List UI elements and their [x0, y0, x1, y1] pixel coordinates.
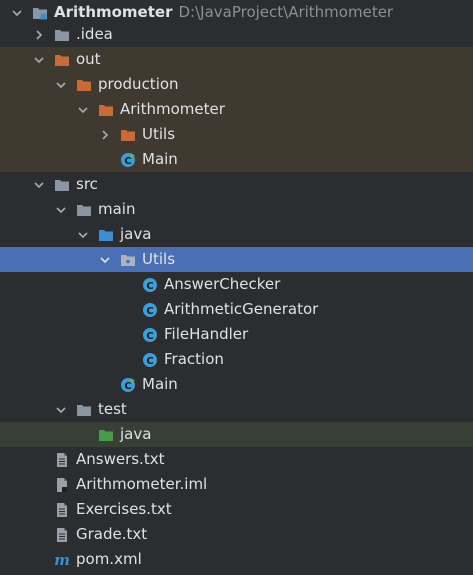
tree-row-test-java[interactable]: java — [0, 422, 473, 447]
tree-row-out-arithmometer[interactable]: Arithmometer — [0, 97, 473, 122]
runnable-class-icon: C — [120, 377, 136, 393]
tree-row-arithmetic-generator[interactable]: C ArithmeticGenerator — [0, 297, 473, 322]
chevron-down-icon[interactable] — [54, 78, 68, 92]
folder-icon — [76, 402, 92, 418]
tree-row-src[interactable]: src — [0, 172, 473, 197]
package-icon — [120, 252, 136, 268]
tree-row-idea[interactable]: .idea — [0, 22, 473, 47]
project-name: Arithmometer — [54, 3, 173, 21]
folder-icon — [76, 202, 92, 218]
project-folder-icon — [32, 5, 48, 21]
tree-label: Utils — [142, 125, 176, 143]
excluded-folder-icon — [120, 127, 136, 143]
tree-label: Exercises.txt — [76, 500, 172, 518]
tree-label: Fraction — [164, 350, 224, 368]
tree-label: AnswerChecker — [164, 275, 281, 293]
tree-row-utils-selected[interactable]: Utils — [0, 247, 473, 272]
text-file-icon — [54, 527, 70, 543]
tree-label: .idea — [76, 25, 113, 43]
chevron-down-icon[interactable] — [98, 253, 112, 267]
tree-label: main — [98, 200, 136, 218]
tree-label: out — [76, 50, 101, 68]
tree-row-pom-xml[interactable]: m pom.xml — [0, 547, 473, 572]
tree-row-main[interactable]: main — [0, 197, 473, 222]
tree-row-exercises-txt[interactable]: Exercises.txt — [0, 497, 473, 522]
test-folder-icon — [98, 427, 114, 443]
tree-row-answers-txt[interactable]: Answers.txt — [0, 447, 473, 472]
tree-label: test — [98, 400, 127, 418]
tree-label: Arithmometer.iml — [76, 475, 208, 493]
folder-icon — [54, 27, 70, 43]
tree-label: Main — [142, 150, 178, 168]
tree-row-project-root[interactable]: Arithmometer D:\JavaProject\Arithmometer — [0, 0, 473, 25]
svg-text:C: C — [146, 356, 153, 367]
tree-label: Main — [142, 375, 178, 393]
chevron-down-icon[interactable] — [54, 203, 68, 217]
tree-label: FileHandler — [164, 325, 249, 343]
maven-icon: m — [54, 552, 70, 568]
svg-text:C: C — [146, 281, 153, 292]
text-file-icon — [54, 452, 70, 468]
tree-row-out-main[interactable]: C Main — [0, 147, 473, 172]
tree-row-out[interactable]: out — [0, 47, 473, 72]
tree-label: Utils — [142, 250, 176, 268]
tree-row-out-utils[interactable]: Utils — [0, 122, 473, 147]
tree-row-fraction[interactable]: C Fraction — [0, 347, 473, 372]
chevron-down-icon[interactable] — [32, 53, 46, 67]
tree-row-production[interactable]: production — [0, 72, 473, 97]
svg-text:C: C — [124, 381, 131, 392]
class-icon: C — [142, 352, 158, 368]
chevron-right-icon[interactable] — [98, 128, 112, 142]
class-icon: C — [142, 277, 158, 293]
tree-label: Answers.txt — [76, 450, 165, 468]
chevron-right-icon[interactable] — [32, 28, 46, 42]
tree-row-file-handler[interactable]: C FileHandler — [0, 322, 473, 347]
tree-row-answer-checker[interactable]: C AnswerChecker — [0, 272, 473, 297]
tree-row-java[interactable]: java — [0, 222, 473, 247]
chevron-down-icon[interactable] — [54, 403, 68, 417]
tree-row-src-main[interactable]: C Main — [0, 372, 473, 397]
tree-label: ArithmeticGenerator — [164, 300, 319, 318]
source-folder-icon — [98, 227, 114, 243]
chevron-down-icon[interactable] — [76, 228, 90, 242]
tree-label: Arithmometer — [120, 100, 225, 118]
tree-label: java — [120, 425, 152, 443]
text-file-icon — [54, 502, 70, 518]
runnable-class-icon: C — [120, 152, 136, 168]
tree-label: Grade.txt — [76, 525, 148, 543]
tree-row-arithmometer-iml[interactable]: Arithmometer.iml — [0, 472, 473, 497]
excluded-folder-icon — [98, 102, 114, 118]
tree-row-test[interactable]: test — [0, 397, 473, 422]
excluded-folder-icon — [54, 52, 70, 68]
class-icon: C — [142, 302, 158, 318]
tree-label: production — [98, 75, 179, 93]
svg-text:C: C — [146, 306, 153, 317]
svg-text:C: C — [146, 331, 153, 342]
tree-row-grade-txt[interactable]: Grade.txt — [0, 522, 473, 547]
tree-label: java — [120, 225, 152, 243]
svg-text:m: m — [54, 552, 70, 568]
chevron-down-icon[interactable] — [10, 6, 24, 20]
project-path: D:\JavaProject\Arithmometer — [178, 3, 394, 21]
class-icon: C — [142, 327, 158, 343]
folder-icon — [54, 177, 70, 193]
chevron-down-icon[interactable] — [76, 103, 90, 117]
chevron-down-icon[interactable] — [32, 178, 46, 192]
excluded-folder-icon — [76, 77, 92, 93]
tree-label: src — [76, 175, 98, 193]
svg-text:C: C — [124, 156, 131, 167]
module-file-icon — [54, 477, 70, 493]
tree-label: pom.xml — [76, 550, 142, 568]
